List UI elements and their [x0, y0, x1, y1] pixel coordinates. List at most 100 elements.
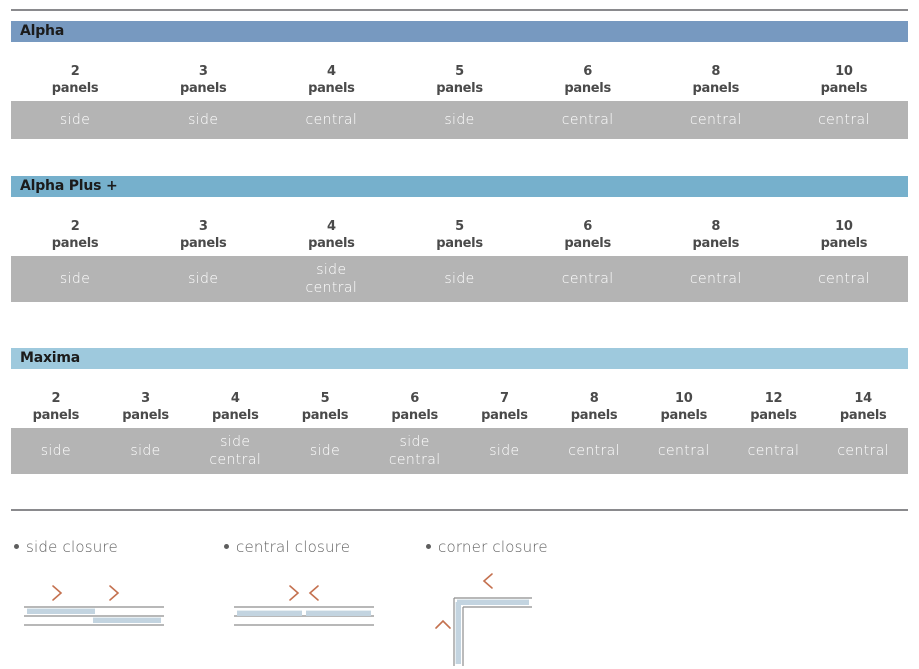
chevron-corner-icon: [435, 573, 493, 629]
closure-type: central: [305, 280, 358, 296]
closure-cell-alpha-3: side: [139, 111, 267, 129]
closure-type: central: [818, 271, 870, 287]
panel-count: 4: [326, 219, 336, 234]
closure-type: central: [689, 112, 742, 128]
column-header-alpha-plus-8: 8 panels: [652, 218, 780, 252]
panel-unit-label: panels: [436, 236, 483, 251]
closure-type: central: [818, 112, 870, 128]
section-header-maxima: Maxima: [11, 348, 908, 369]
panel-count: 4: [230, 391, 240, 406]
closure-cell-alpha-6: central: [524, 111, 652, 129]
panel-unit-label: panels: [564, 236, 611, 251]
legend-label-corner: corner closure: [438, 538, 548, 556]
closure-type: side: [444, 112, 475, 128]
panel-unit-label: panels: [391, 408, 438, 423]
legend-label-wrapper-central: central closure: [224, 538, 424, 556]
legend-label-side: side closure: [26, 538, 118, 556]
panel-count: 2: [70, 64, 80, 79]
panel-count: 5: [320, 391, 330, 406]
bullet-icon: [224, 544, 229, 549]
panel-unit-label: panels: [301, 408, 349, 423]
panel-unit-label: panels: [179, 236, 227, 251]
panel-unit-label: panels: [692, 236, 740, 251]
legend-label-central: central closure: [236, 538, 351, 556]
closure-cell-alpha-10: central: [780, 111, 908, 129]
panel-rails: [24, 606, 164, 626]
column-header-alpha-plus-6: 6 panels: [524, 218, 652, 252]
section-header-alpha: Alpha: [11, 21, 908, 42]
column-header-alpha-2: 2 panels: [11, 63, 139, 97]
closure-type: side: [316, 262, 347, 278]
closure-cell-maxima-4: side central: [190, 433, 280, 469]
closure-type: central: [388, 452, 441, 468]
panel-count: 8: [589, 391, 599, 406]
top-divider-rule: [11, 9, 908, 11]
panel-unit-label: panels: [211, 408, 259, 423]
panel-count: 8: [711, 219, 721, 234]
panel-unit-label: panels: [122, 408, 169, 423]
panel-count: 3: [141, 391, 150, 406]
closure-type: side: [444, 271, 475, 287]
closure-cell-maxima-2: side: [11, 442, 101, 460]
closure-type: side: [59, 112, 91, 128]
legend-label-wrapper-corner: corner closure: [426, 538, 626, 556]
closure-type: central: [657, 443, 710, 459]
column-header-alpha-plus-5: 5 panels: [395, 218, 523, 252]
corner-rails: [453, 597, 532, 666]
closure-type: central: [209, 452, 262, 468]
panel-bars: [27, 608, 161, 623]
closure-cell-alpha-plus-2: side: [11, 270, 139, 288]
panel-unit-label: panels: [32, 408, 80, 423]
panel-bars: [455, 599, 529, 664]
panel-count: 6: [583, 219, 592, 234]
section-header-alpha-plus: Alpha Plus +: [11, 176, 908, 197]
panel-count: 3: [198, 219, 208, 234]
legend-item-corner-closure: corner closure: [426, 538, 626, 666]
column-header-maxima-10: 10 panels: [639, 390, 729, 424]
panel-unit-label: panels: [51, 236, 99, 251]
column-header-maxima-12: 12 panels: [729, 390, 819, 424]
closure-cell-alpha-plus-4: side central: [267, 261, 395, 297]
column-header-maxima-2: 2 panels: [11, 390, 101, 424]
panel-unit-label: panels: [51, 81, 99, 96]
closure-type: central: [568, 443, 620, 459]
panel-count: 2: [51, 391, 61, 406]
panel-count: 5: [455, 219, 464, 234]
panel-unit-label: panels: [750, 408, 797, 423]
panel-count: 6: [583, 64, 592, 79]
closure-type: side: [220, 434, 251, 450]
panel-count: 7: [499, 391, 509, 406]
closure-type: central: [747, 443, 800, 459]
panel-bars: [237, 610, 371, 616]
legend-divider-rule: [11, 509, 908, 511]
closure-type: central: [837, 443, 890, 459]
closure-cell-alpha-8: central: [652, 111, 780, 129]
closure-cell-alpha-4: central: [267, 111, 395, 129]
closure-type: side: [40, 443, 71, 459]
closure-type: side: [399, 434, 430, 450]
closure-cell-maxima-12: central: [729, 442, 819, 460]
panel-count: 10: [675, 391, 693, 406]
closure-cell-alpha-plus-5: side: [395, 270, 523, 288]
closure-cell-alpha-5: side: [395, 111, 523, 129]
bullet-icon: [14, 544, 19, 549]
panel-count: 12: [764, 391, 783, 406]
panel-unit-label: panels: [308, 236, 355, 251]
panel-unit-label: panels: [660, 408, 708, 423]
closure-cell-maxima-3: side: [101, 442, 191, 460]
closure-cell-maxima-8: central: [549, 442, 639, 460]
